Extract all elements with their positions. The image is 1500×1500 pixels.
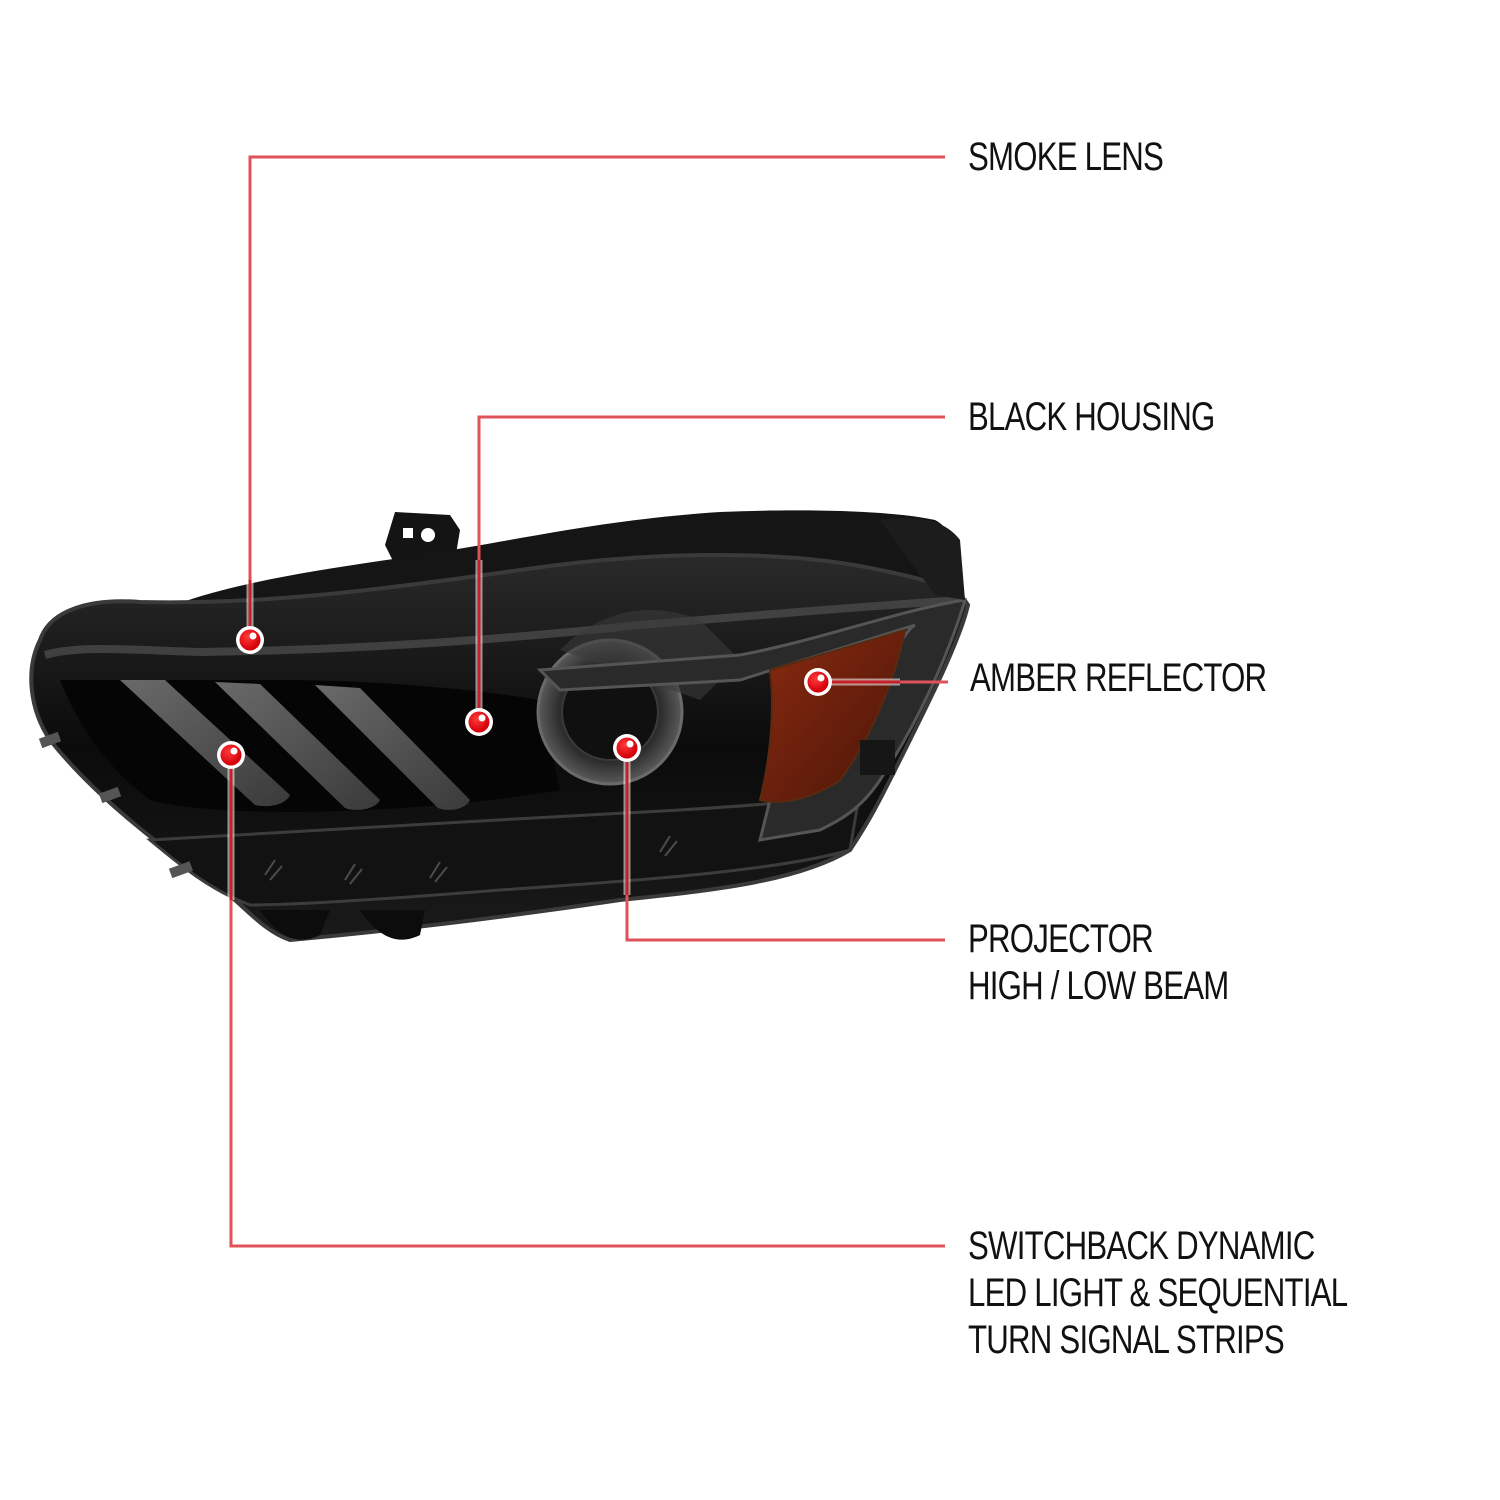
projector-dot-icon [613, 734, 641, 762]
black-housing-dot-icon [465, 708, 493, 736]
label-amber-reflector: AMBER REFLECTOR [970, 656, 1267, 700]
smoke-lens-leader [248, 155, 945, 640]
label-black-housing: BLACK HOUSING [968, 395, 1215, 439]
label-switchback: SWITCHBACK DYNAMIC LED LIGHT & SEQUENTIA… [968, 1224, 1348, 1362]
switchback-leader [229, 755, 945, 1248]
amber-reflector-dot-icon [804, 668, 832, 696]
label-smoke-lens: SMOKE LENS [968, 135, 1164, 179]
callout-dots [217, 626, 832, 769]
switchback-dot-icon [217, 741, 245, 769]
label-projector: PROJECTOR HIGH / LOW BEAM [968, 917, 1229, 1008]
smoke-lens-dot-icon [236, 626, 264, 654]
headlight-body [29, 510, 971, 943]
